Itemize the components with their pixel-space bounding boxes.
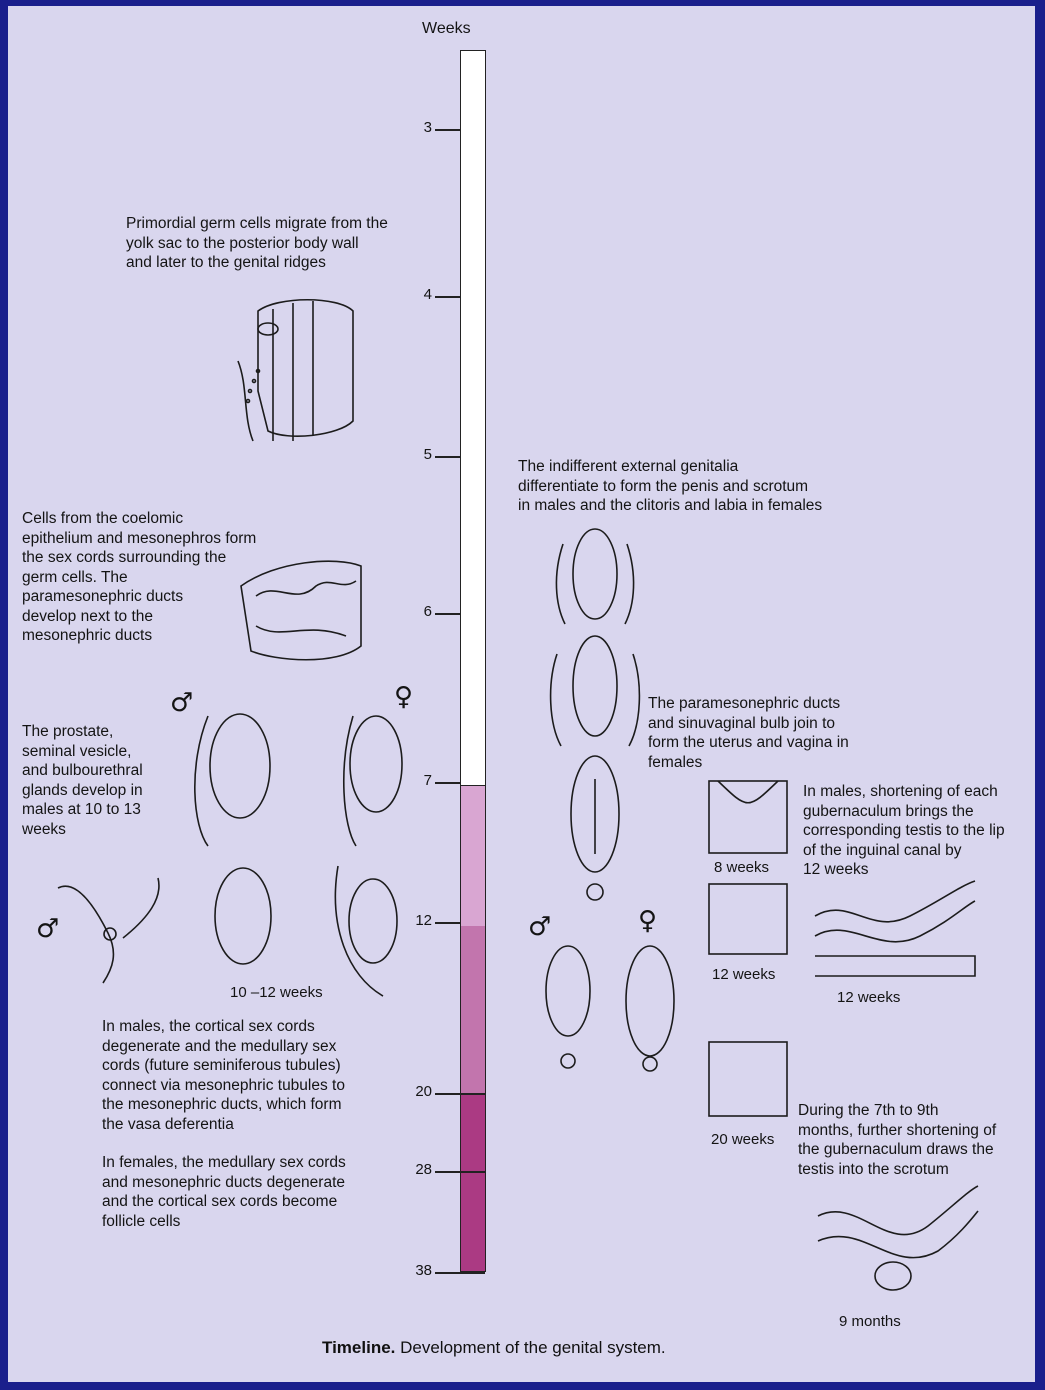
caption-20-weeks: 20 weeks: [711, 1131, 774, 1148]
tick-label: 4: [392, 286, 432, 303]
caption-9-months: 9 months: [839, 1313, 901, 1330]
sex-cords-illustration: [236, 551, 366, 671]
timeline-segment-light: [460, 786, 486, 926]
caption-12-weeks-testis: 12 weeks: [837, 989, 900, 1006]
tick-label: 5: [392, 446, 432, 463]
external-genitalia-illustration: [543, 524, 643, 909]
text-sex-cords: Cells from the coelomicepithelium and me…: [22, 509, 256, 646]
tick-mark: [435, 129, 460, 131]
male-ducts-illustration: [48, 868, 178, 988]
female-symbol-icon: ♀: [638, 906, 657, 936]
figure-caption: Timeline. Development of the genital sys…: [322, 1338, 666, 1358]
tick-label: 20: [392, 1083, 432, 1100]
diagram-page: Weeks 3456712202838 Primordial germ cell…: [8, 6, 1035, 1382]
text-gubernaculum: In males, shortening of eachgubernaculum…: [803, 782, 1005, 880]
timeline-segment-mid: [460, 926, 486, 1094]
tick-label: 38: [392, 1262, 432, 1279]
timeline-segment-white: [460, 50, 486, 786]
gonad-development-illustration: [178, 706, 408, 1006]
caption-text: Development of the genital system.: [395, 1338, 665, 1357]
differentiated-genitalia-illustration: [538, 936, 678, 1076]
text-prostate: The prostate,seminal vesicle,and bulbour…: [22, 722, 143, 839]
timeline-segment-dark: [460, 1094, 486, 1272]
tick-mark: [435, 922, 460, 924]
text-germ-cells: Primordial germ cells migrate from theyo…: [126, 214, 388, 273]
testis-descent-9-months-illustration: [808, 1176, 983, 1306]
tick-mark: [435, 456, 460, 458]
text-scrotum: During the 7th to 9thmonths, further sho…: [798, 1101, 996, 1179]
text-females-cords: In females, the medullary sex cordsand m…: [102, 1153, 346, 1231]
axis-label: Weeks: [422, 20, 471, 38]
tick-mark: [435, 296, 460, 298]
tick-mark: [435, 1171, 485, 1173]
tick-mark: [435, 782, 460, 784]
caption-bold: Timeline.: [322, 1338, 395, 1357]
timeline-bar: [460, 50, 486, 1272]
uterovaginal-duct-illustration: [708, 780, 790, 1120]
tick-mark: [435, 1093, 485, 1095]
tick-label: 28: [392, 1161, 432, 1178]
germ-cell-migration-illustration: [228, 291, 368, 461]
tick-label: 3: [392, 119, 432, 136]
tick-mark: [435, 1272, 485, 1274]
inguinal-canal-12-weeks-illustration: [810, 876, 980, 981]
tick-mark: [435, 613, 460, 615]
tick-label: 6: [392, 603, 432, 620]
text-external-genitalia: The indifferent external genitaliadiffer…: [518, 457, 822, 516]
text-paramesonephric: The paramesonephric ductsand sinuvaginal…: [648, 694, 849, 772]
text-males-cords: In males, the cortical sex cordsdegenera…: [102, 1017, 345, 1134]
